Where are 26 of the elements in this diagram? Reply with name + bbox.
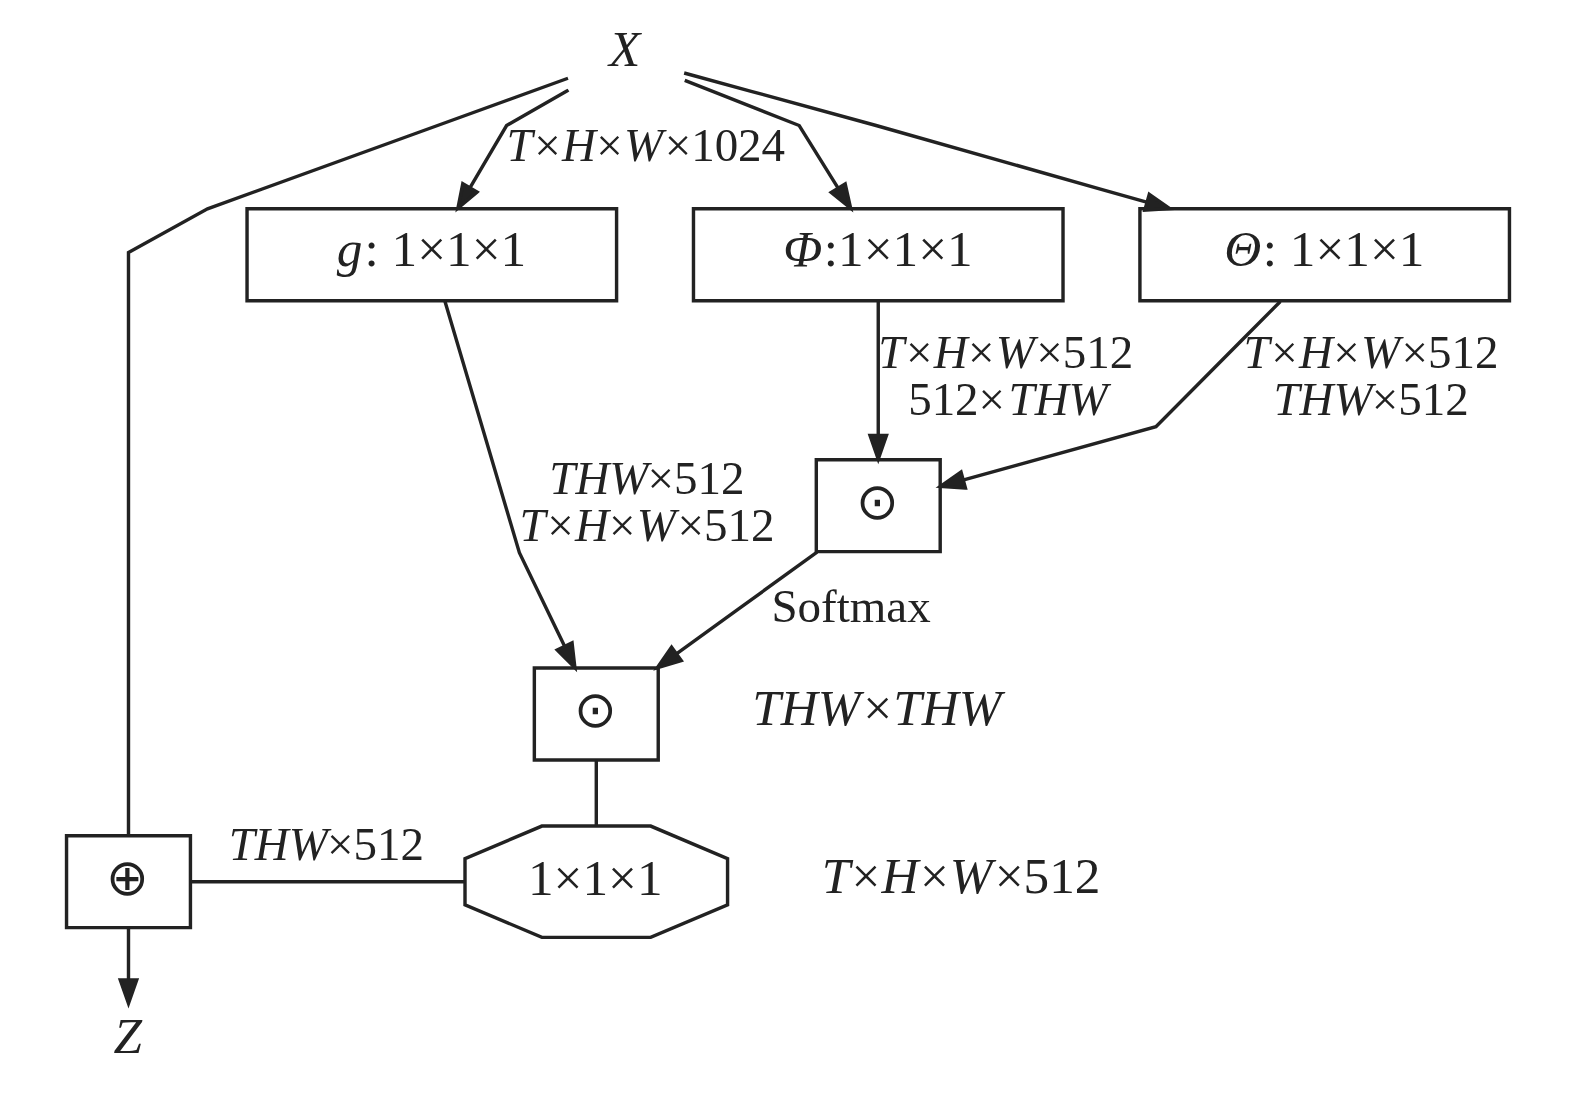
connector	[594, 759, 598, 826]
node-text: X	[608, 20, 640, 78]
arrow	[683, 71, 1175, 213]
edge-label: THW×512 T×H×W×512	[518, 452, 774, 552]
node-text: Z	[113, 1007, 142, 1065]
edge-label: T×H×W×512 THW×512	[1243, 326, 1499, 426]
arrow	[117, 928, 139, 1009]
edge-label: T×H×W×512 512×THW	[877, 326, 1133, 426]
connector	[190, 880, 465, 884]
node-box: g: 1×1×1	[244, 207, 618, 303]
arrow	[935, 300, 1282, 490]
edge-label: THW×512	[228, 817, 424, 870]
arrow	[442, 300, 577, 673]
arrow	[683, 78, 853, 213]
arrow	[652, 550, 818, 671]
arrow	[867, 300, 889, 465]
edge-label: Softmax	[770, 580, 931, 633]
node-box: Θ: 1×1×1	[1137, 207, 1511, 303]
node-box: ⊙	[814, 458, 942, 554]
node-box: ⊕	[64, 834, 192, 930]
arrow	[454, 88, 569, 213]
label: T×H×W×512	[821, 846, 1100, 904]
edge-label: T×H×W×1024	[506, 118, 785, 171]
node-box: Φ:1×1×1	[691, 207, 1065, 303]
node-box: ⊙	[532, 666, 660, 762]
connector	[126, 76, 569, 836]
